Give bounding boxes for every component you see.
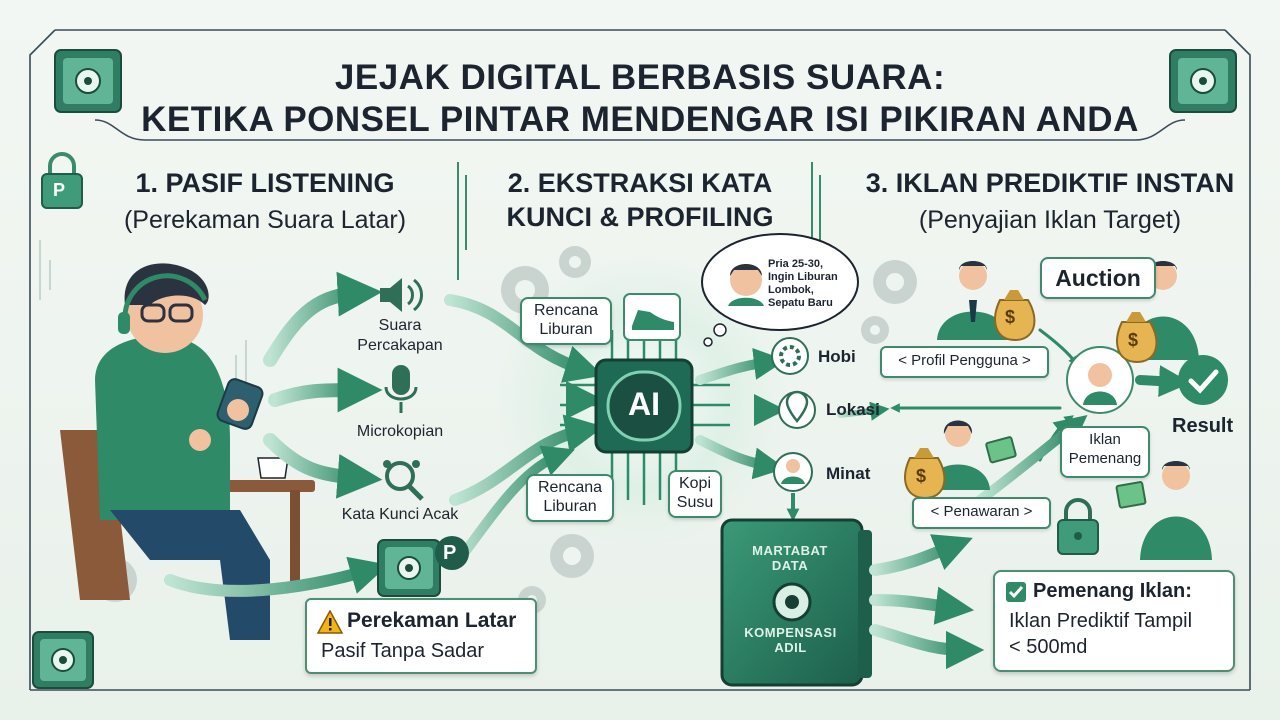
keyword-line2: Liburan — [539, 321, 593, 338]
input-label-line1: Suara — [378, 317, 422, 334]
result-label: Result — [1172, 415, 1234, 437]
section1-heading: 1. PASIF LISTENING — [135, 168, 395, 198]
section2-heading-line2: KUNCI & PROFILING — [506, 202, 774, 232]
keyword-line1: Rencana — [537, 479, 603, 496]
safe-label-line: ADIL — [774, 640, 807, 655]
safe-label-bottom: KOMPENSASI ADIL — [728, 625, 853, 655]
shoe-icon — [623, 293, 681, 341]
tag-lokasi: Lokasi — [826, 400, 880, 419]
warning-title: Perekaman Latar — [347, 609, 517, 632]
p-badge-icon — [435, 536, 469, 570]
p-badge-label: P — [443, 542, 457, 564]
profile-thought-bubble — [701, 233, 859, 347]
warning-text: Pasif Tanpa Sadar — [321, 640, 485, 662]
profile-bubble-text: Pria 25-30, Ingin Liburan Lombok, Sepatu… — [768, 258, 838, 310]
money-bag-icon — [904, 290, 1158, 500]
safe-label-line: KOMPENSASI — [744, 625, 837, 640]
winner-line2: Iklan Prediktif Tampil — [1009, 610, 1193, 632]
tag-minat: Minat — [826, 464, 871, 483]
safe-label-line: DATA — [771, 558, 809, 573]
profile-bubble-line: Ingin Liburan — [768, 271, 838, 283]
corner-safe-icon — [54, 49, 122, 113]
input-label-kata-kunci: Kata Kunci Acak — [341, 506, 459, 523]
keyword-box: Rencana Liburan — [520, 297, 612, 345]
ad-winner-box: Pemenang Iklan: Iklan Prediktif Tampil <… — [993, 570, 1235, 672]
location-pin-icon — [778, 390, 816, 429]
ai-chip-label: AI — [628, 386, 660, 422]
winner-ad-line2: Pemenang — [1068, 450, 1142, 467]
input-label-suara: Suara Percakapan — [340, 316, 460, 356]
section3-subheading: (Penyajian Iklan Target) — [918, 206, 1182, 234]
winner-title: Pemenang Iklan: — [1033, 580, 1192, 602]
data-dignity-safe-icon — [720, 518, 872, 687]
input-label-microkopian: Microkopian — [356, 423, 444, 440]
winner-line3: < 500md — [1009, 636, 1088, 658]
keyword-box: Kopi Susu — [668, 470, 722, 518]
magnifier-icon — [383, 460, 424, 501]
corner-safe-icon — [32, 631, 94, 689]
speaker-icon — [380, 278, 423, 312]
page-title-line1: JEJAK DIGITAL BERBASIS SUARA: — [334, 58, 946, 97]
dollar-sign-icon: $ — [916, 466, 927, 486]
section3-heading: 3. IKLAN PREDIKTIF INSTAN — [865, 168, 1235, 198]
profile-bubble-line: Pria 25-30, — [768, 258, 824, 270]
gear-icon — [771, 337, 809, 375]
padlock-icon — [41, 152, 83, 209]
winner-ad-label: Iklan Pemenang — [1060, 426, 1150, 478]
corner-safe-icon — [1169, 49, 1237, 113]
checkbox-checked-icon — [1006, 582, 1026, 602]
profile-bubble-line: Lombok, — [768, 284, 814, 296]
ai-chip-icon — [560, 318, 730, 505]
cash-icon — [985, 436, 1147, 509]
input-label-line2: Percakapan — [357, 337, 443, 354]
dollar-sign-icon: $ — [1005, 307, 1016, 327]
flow-arrows-to-tags — [695, 348, 787, 480]
section1-subheading: (Perekaman Suara Latar) — [123, 206, 407, 234]
keyword-line2: Liburan — [543, 498, 597, 515]
microphone-icon — [384, 365, 418, 413]
keyword-box: Rencana Liburan — [526, 474, 614, 522]
section2-heading-line1: 2. EKSTRAKSI KATA — [507, 168, 773, 198]
profile-user-label: < Profil Pengguna > — [880, 346, 1049, 378]
profile-bubble-line: Sepatu Baru — [768, 297, 833, 309]
dollar-sign-icon: $ — [1128, 330, 1139, 350]
padlock-icon — [1057, 498, 1099, 555]
keyword-line1: Rencana — [533, 302, 599, 319]
person-listening-illustration — [60, 263, 315, 640]
page-title-line2: KETIKA PONSEL PINTAR MENDENGAR ISI PIKIR… — [141, 100, 1139, 139]
warning-icon — [317, 610, 343, 634]
flow-arrows-inputs — [164, 271, 389, 597]
winner-ad-line1: Iklan — [1089, 431, 1121, 448]
keyword-line2: Susu — [676, 494, 714, 511]
bid-label: < Penawaran > — [912, 497, 1051, 529]
safe-label-line: MARTABAT — [752, 543, 828, 558]
auction-label: Auction — [1040, 257, 1156, 299]
warning-box: Perekaman Latar Pasif Tanpa Sadar — [305, 598, 537, 674]
tag-hobi: Hobi — [818, 347, 856, 366]
person-icon — [773, 452, 813, 492]
check-result-icon — [1178, 355, 1228, 405]
safe-icon-small — [377, 539, 441, 597]
keyword-line1: Kopi — [678, 475, 712, 492]
padlock-p-label: P — [53, 180, 66, 200]
safe-label-top: MARTABAT DATA — [730, 543, 850, 573]
advertiser-illustration — [926, 261, 1212, 560]
decorative-frame — [29, 29, 1251, 691]
